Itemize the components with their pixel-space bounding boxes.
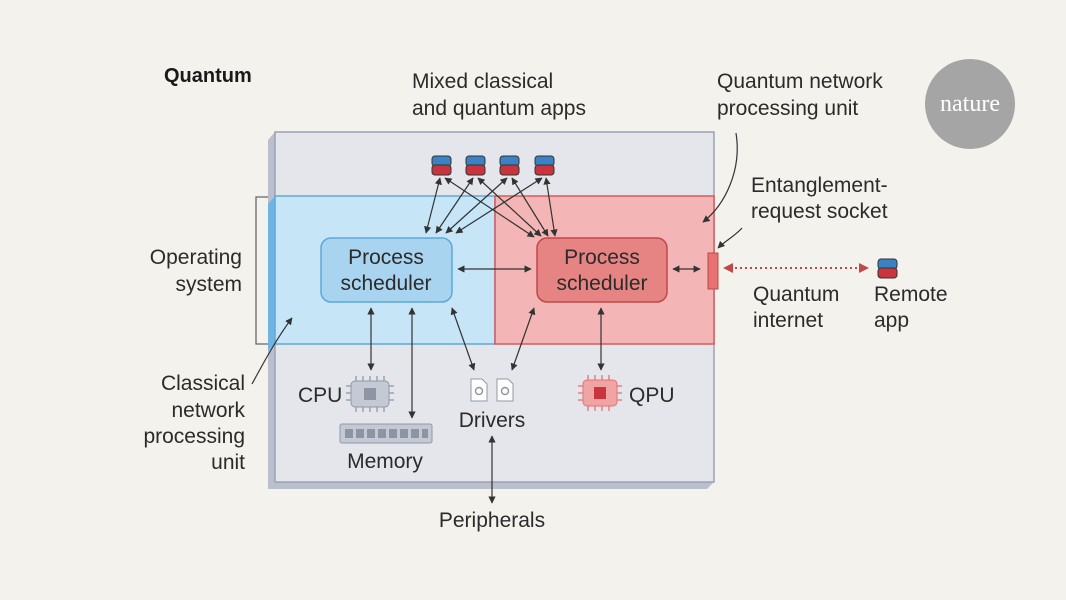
qnpu-pointer xyxy=(702,132,738,223)
qpu-chip-icon xyxy=(578,375,622,411)
internet-label-line1: Quantum xyxy=(753,283,839,306)
remote-label-line2: app xyxy=(874,309,909,332)
component-arrows xyxy=(367,265,701,504)
os-label-line1: Operating xyxy=(150,246,242,269)
cpu-label: CPU xyxy=(298,384,342,407)
quantum-scheduler: Process scheduler xyxy=(536,237,668,303)
qnpu-label-line1: Quantum network xyxy=(717,70,883,93)
nature-logo-text: nature xyxy=(940,91,1000,117)
classical-scheduler-line2: scheduler xyxy=(340,272,431,295)
app-icon xyxy=(534,155,555,176)
apps-label-line1: Mixed classical xyxy=(412,70,553,93)
cnpu-label-line4: unit xyxy=(211,451,245,474)
classical-scheduler-line1: Process xyxy=(348,246,424,269)
remote-label-line1: Remote xyxy=(874,283,948,306)
drivers-label: Drivers xyxy=(459,409,526,432)
socket-label-line1: Entanglement- xyxy=(751,174,888,197)
app-icon xyxy=(465,155,486,176)
memory-label: Memory xyxy=(347,450,423,473)
driver-file-icon xyxy=(470,378,488,402)
app-icon xyxy=(499,155,520,176)
peripherals-label: Peripherals xyxy=(439,509,545,532)
driver-file-icon xyxy=(496,378,514,402)
quantum-scheduler-line2: scheduler xyxy=(556,272,647,295)
qnpu-label-line2: processing unit xyxy=(717,97,858,120)
quantum-scheduler-line1: Process xyxy=(564,246,640,269)
app-icon xyxy=(431,155,452,176)
socket-pointer xyxy=(717,227,743,249)
remote-app-icon xyxy=(877,258,898,279)
qpu-label: QPU xyxy=(629,384,675,407)
cnpu-label-line1: Classical xyxy=(161,372,245,395)
cpu-chip-icon xyxy=(346,376,394,412)
nature-logo: nature xyxy=(925,59,1015,149)
entanglement-socket xyxy=(707,252,719,290)
app-icons xyxy=(431,155,555,176)
memory-module-icon xyxy=(339,423,433,444)
os-label-line2: system xyxy=(175,273,242,296)
app-scheduler-arrows xyxy=(424,177,558,238)
classical-scheduler: Process scheduler xyxy=(320,237,453,303)
cnpu-label-line3: processing xyxy=(143,425,245,448)
socket-label-line2: request socket xyxy=(751,200,888,223)
apps-label-line2: and quantum apps xyxy=(412,97,586,120)
os-bracket xyxy=(255,196,268,345)
internet-label-line2: internet xyxy=(753,309,823,332)
cnpu-pointer xyxy=(251,317,293,385)
figure-title: Quantum xyxy=(164,65,252,87)
cnpu-label-line2: network xyxy=(171,399,245,422)
